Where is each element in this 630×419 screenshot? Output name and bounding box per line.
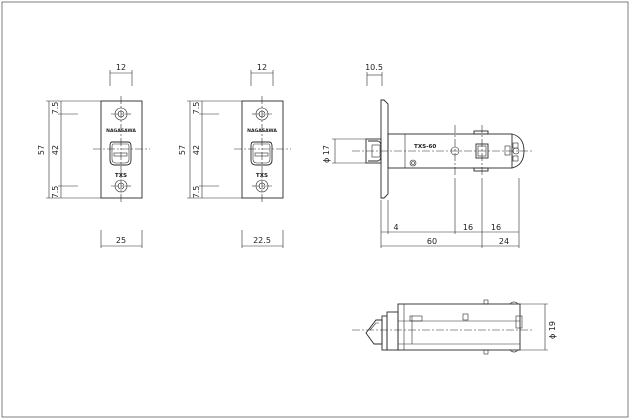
dim-bottom-width: 25 bbox=[116, 236, 126, 245]
dim-top-width: 12 bbox=[257, 63, 267, 72]
front-view-22-5: 12 NAGASAWA TXS 57 42 7.5 7.5 22.5 bbox=[178, 63, 291, 248]
screw-hole-top bbox=[255, 107, 269, 121]
dim-height-bottom: 7.5 bbox=[192, 186, 201, 199]
dim-bottom-width: 22.5 bbox=[253, 236, 271, 245]
screw-hole-bottom bbox=[255, 179, 269, 193]
body-label: TXS-60 bbox=[414, 144, 436, 150]
dim-height-mid: 42 bbox=[192, 145, 201, 155]
dim-top-width: 12 bbox=[116, 63, 126, 72]
dim-height-top: 7.5 bbox=[192, 102, 201, 115]
dim-height-mid: 42 bbox=[51, 145, 60, 155]
dim-height-bottom: 7.5 bbox=[51, 186, 60, 199]
dim-faceplate-thickness: 10.5 bbox=[365, 63, 383, 72]
dim-hole-a: 16 bbox=[463, 223, 473, 232]
dim-latch: 4 bbox=[393, 223, 398, 232]
faceplate bbox=[100, 100, 143, 199]
latch-opening bbox=[109, 141, 132, 166]
latch-head bbox=[365, 319, 383, 345]
screw-hole-top bbox=[114, 107, 128, 121]
brand-text: NAGASAWA bbox=[247, 128, 277, 134]
dim-backset: 60 bbox=[427, 237, 437, 246]
dim-hole-b: 16 bbox=[491, 223, 501, 232]
faceplate-side bbox=[380, 99, 389, 199]
latch-opening bbox=[250, 141, 273, 166]
side-view: 10.5 TXS-60 ϕ 17 bbox=[322, 63, 532, 248]
brand-text: NAGASAWA bbox=[106, 128, 136, 134]
model-mark: TXS bbox=[256, 173, 268, 179]
body-cylinder bbox=[397, 303, 521, 351]
model-mark: TXS bbox=[115, 173, 127, 179]
top-view: ϕ 19 bbox=[352, 299, 557, 355]
dim-latch-diameter: ϕ 17 bbox=[322, 145, 331, 163]
dim-height-total: 57 bbox=[178, 145, 187, 155]
dim-height-top: 7.5 bbox=[51, 102, 60, 115]
front-view-25: 12 NAGASAWA TXS 57 42 7.5 7.5 bbox=[37, 63, 150, 248]
faceplate bbox=[241, 100, 284, 199]
dim-rear: 24 bbox=[499, 237, 509, 246]
screw-hole-bottom bbox=[114, 179, 128, 193]
dim-height-total: 57 bbox=[37, 145, 46, 155]
dim-body-diameter: ϕ 19 bbox=[548, 321, 557, 339]
